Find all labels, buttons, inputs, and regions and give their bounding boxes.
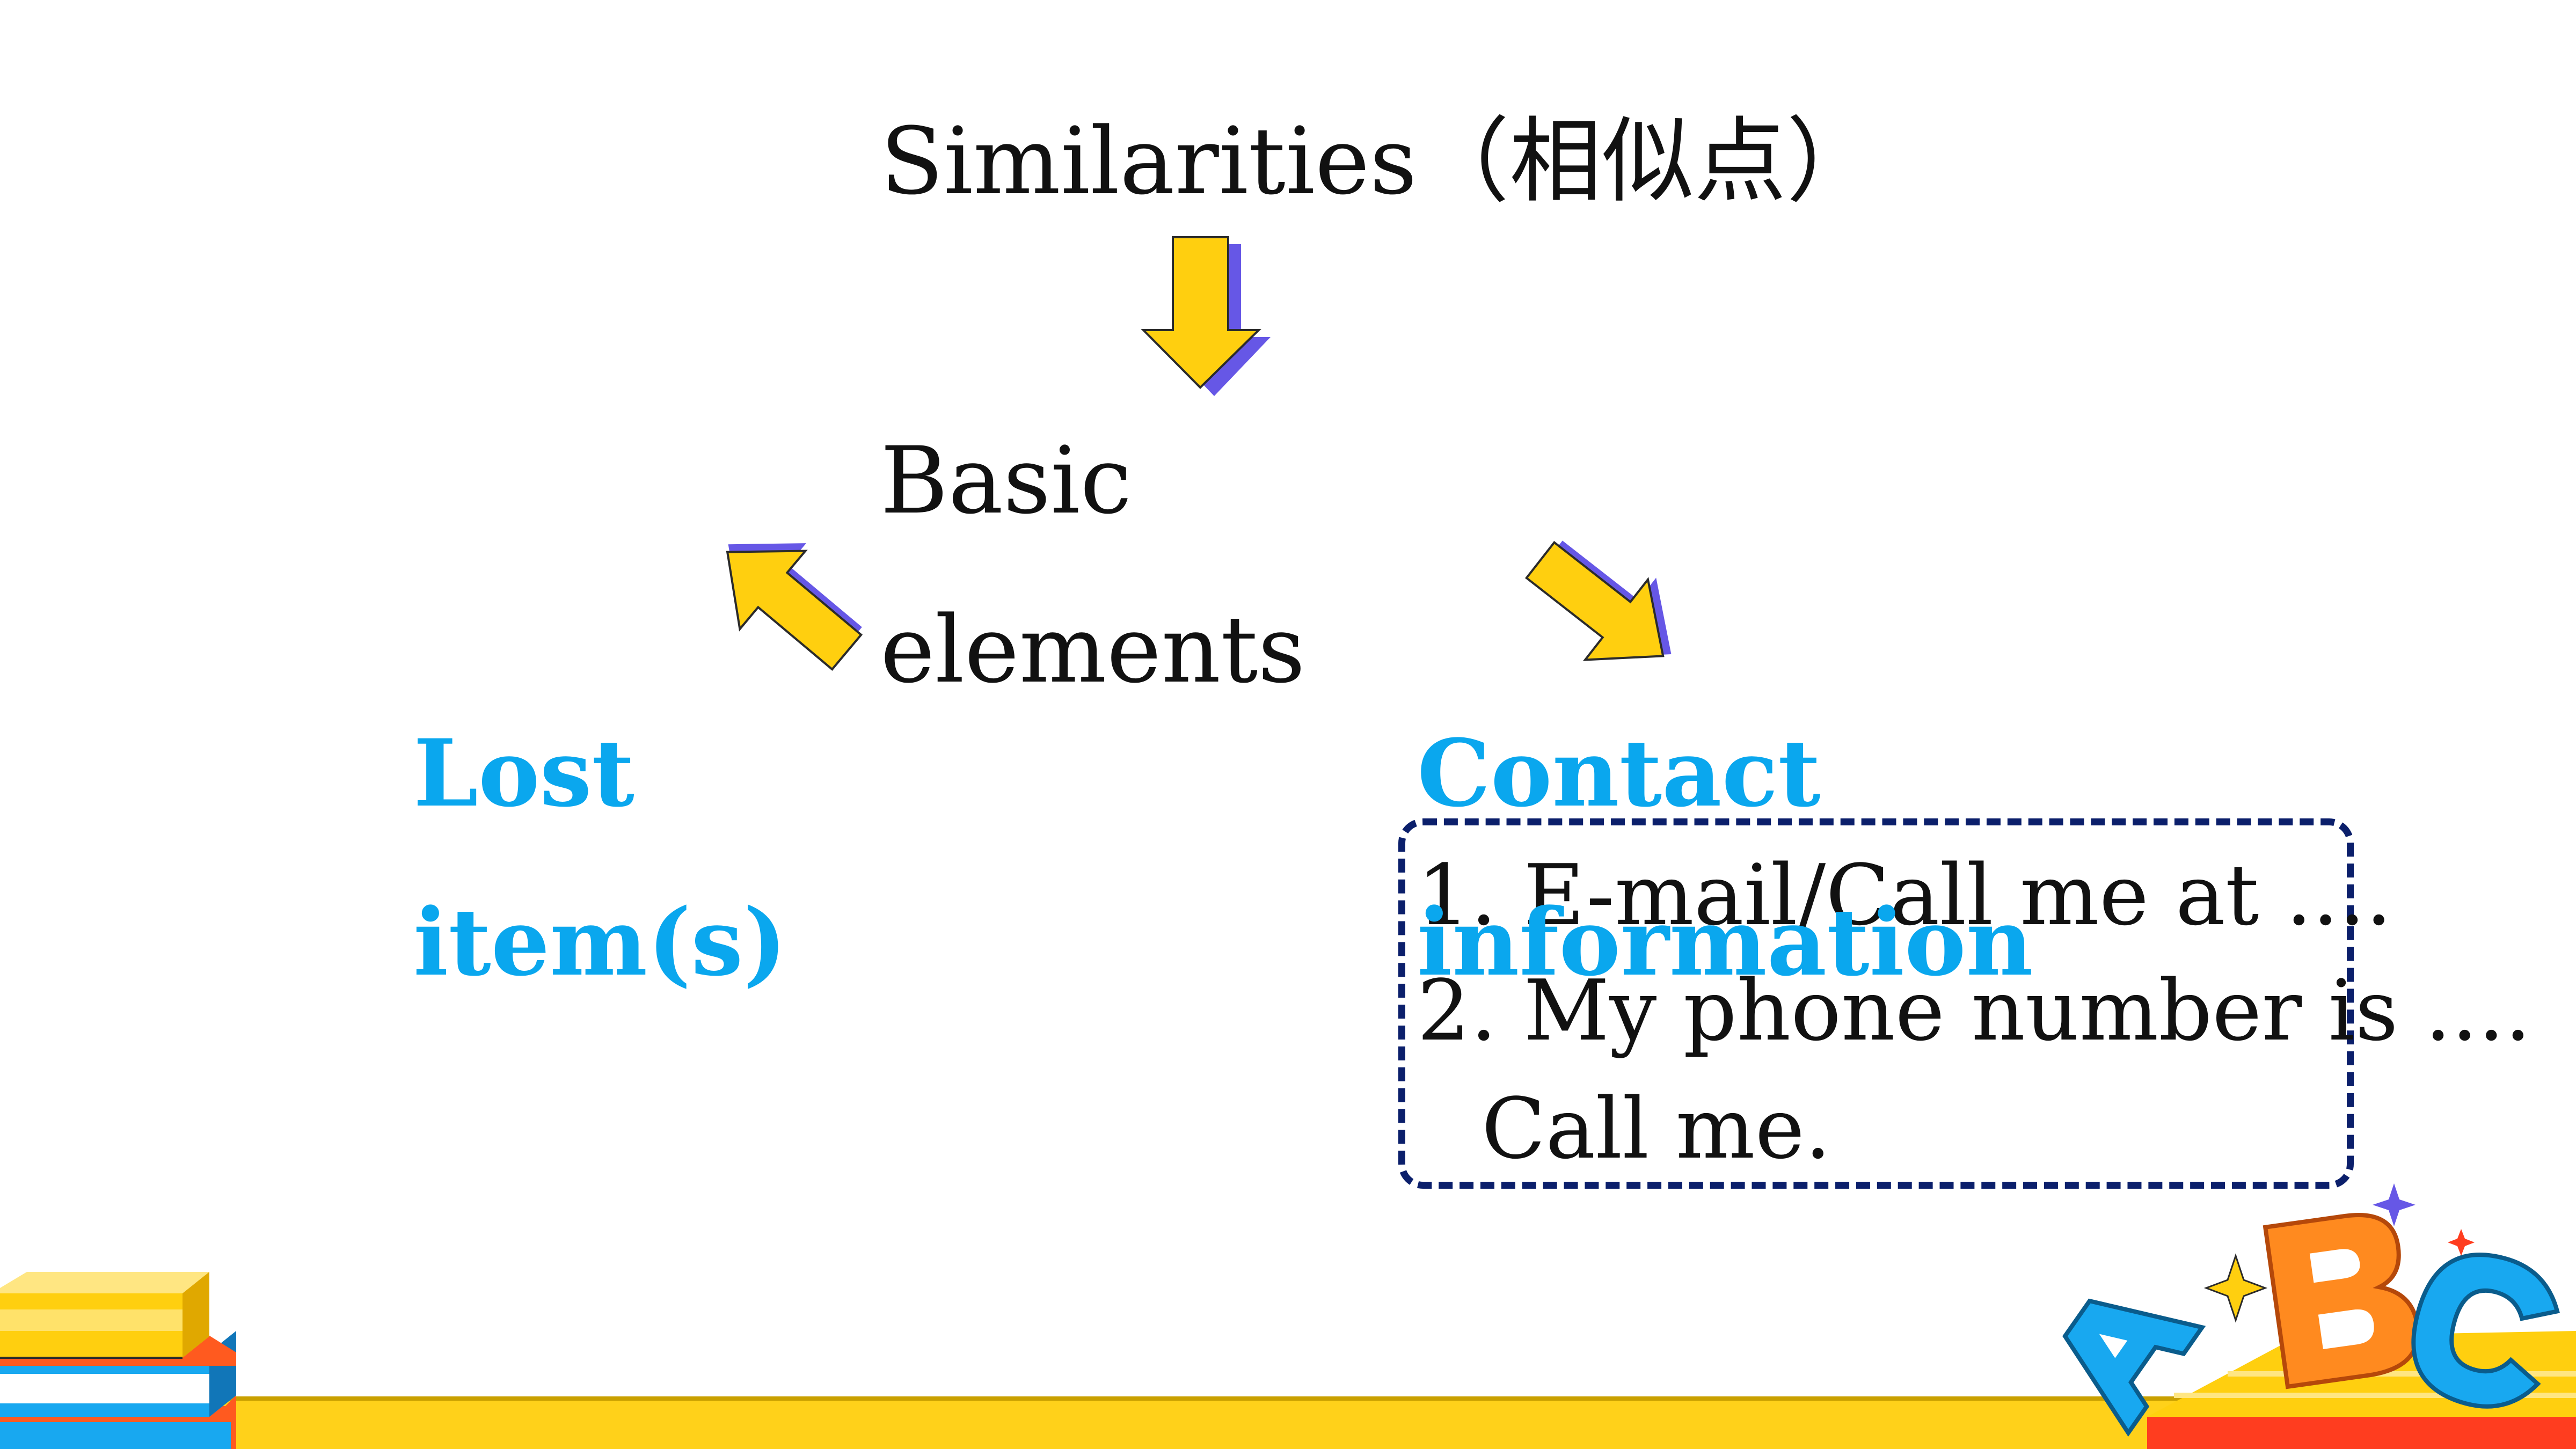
contact-example-3: Call me. <box>1482 1080 1831 1177</box>
sparkle-icon <box>2203 1253 2268 1323</box>
letter-c-icon <box>2411 1253 2560 1409</box>
contact-examples-box <box>1398 818 2354 1189</box>
center-label-basic: Basic <box>880 427 1132 535</box>
center-label-elements: elements <box>880 596 1305 704</box>
contact-example-1: 1. E-mail/Call me at .... <box>1417 846 2392 944</box>
right-label-contact: Contact <box>1417 719 1821 828</box>
slide-title: Similarities（相似点） <box>880 107 1879 215</box>
arrow-down-right-icon <box>1525 540 1672 661</box>
contact-example-2: 2. My phone number is .... <box>1417 962 2531 1059</box>
letter-b-icon <box>2263 1212 2420 1389</box>
right-label-information: information <box>1417 888 2033 997</box>
abc-letters-decoration <box>2062 1183 2576 1449</box>
arrow-down-left-icon <box>726 543 863 671</box>
arrow-down-icon <box>1141 236 1271 396</box>
left-label-items: item(s) <box>413 888 787 997</box>
books-stack-icon <box>0 1272 236 1449</box>
left-label-lost: Lost <box>413 719 634 828</box>
sparkle-icon <box>2448 1229 2475 1256</box>
sparkle-icon <box>2373 1183 2416 1226</box>
letter-a-icon <box>2062 1298 2206 1437</box>
